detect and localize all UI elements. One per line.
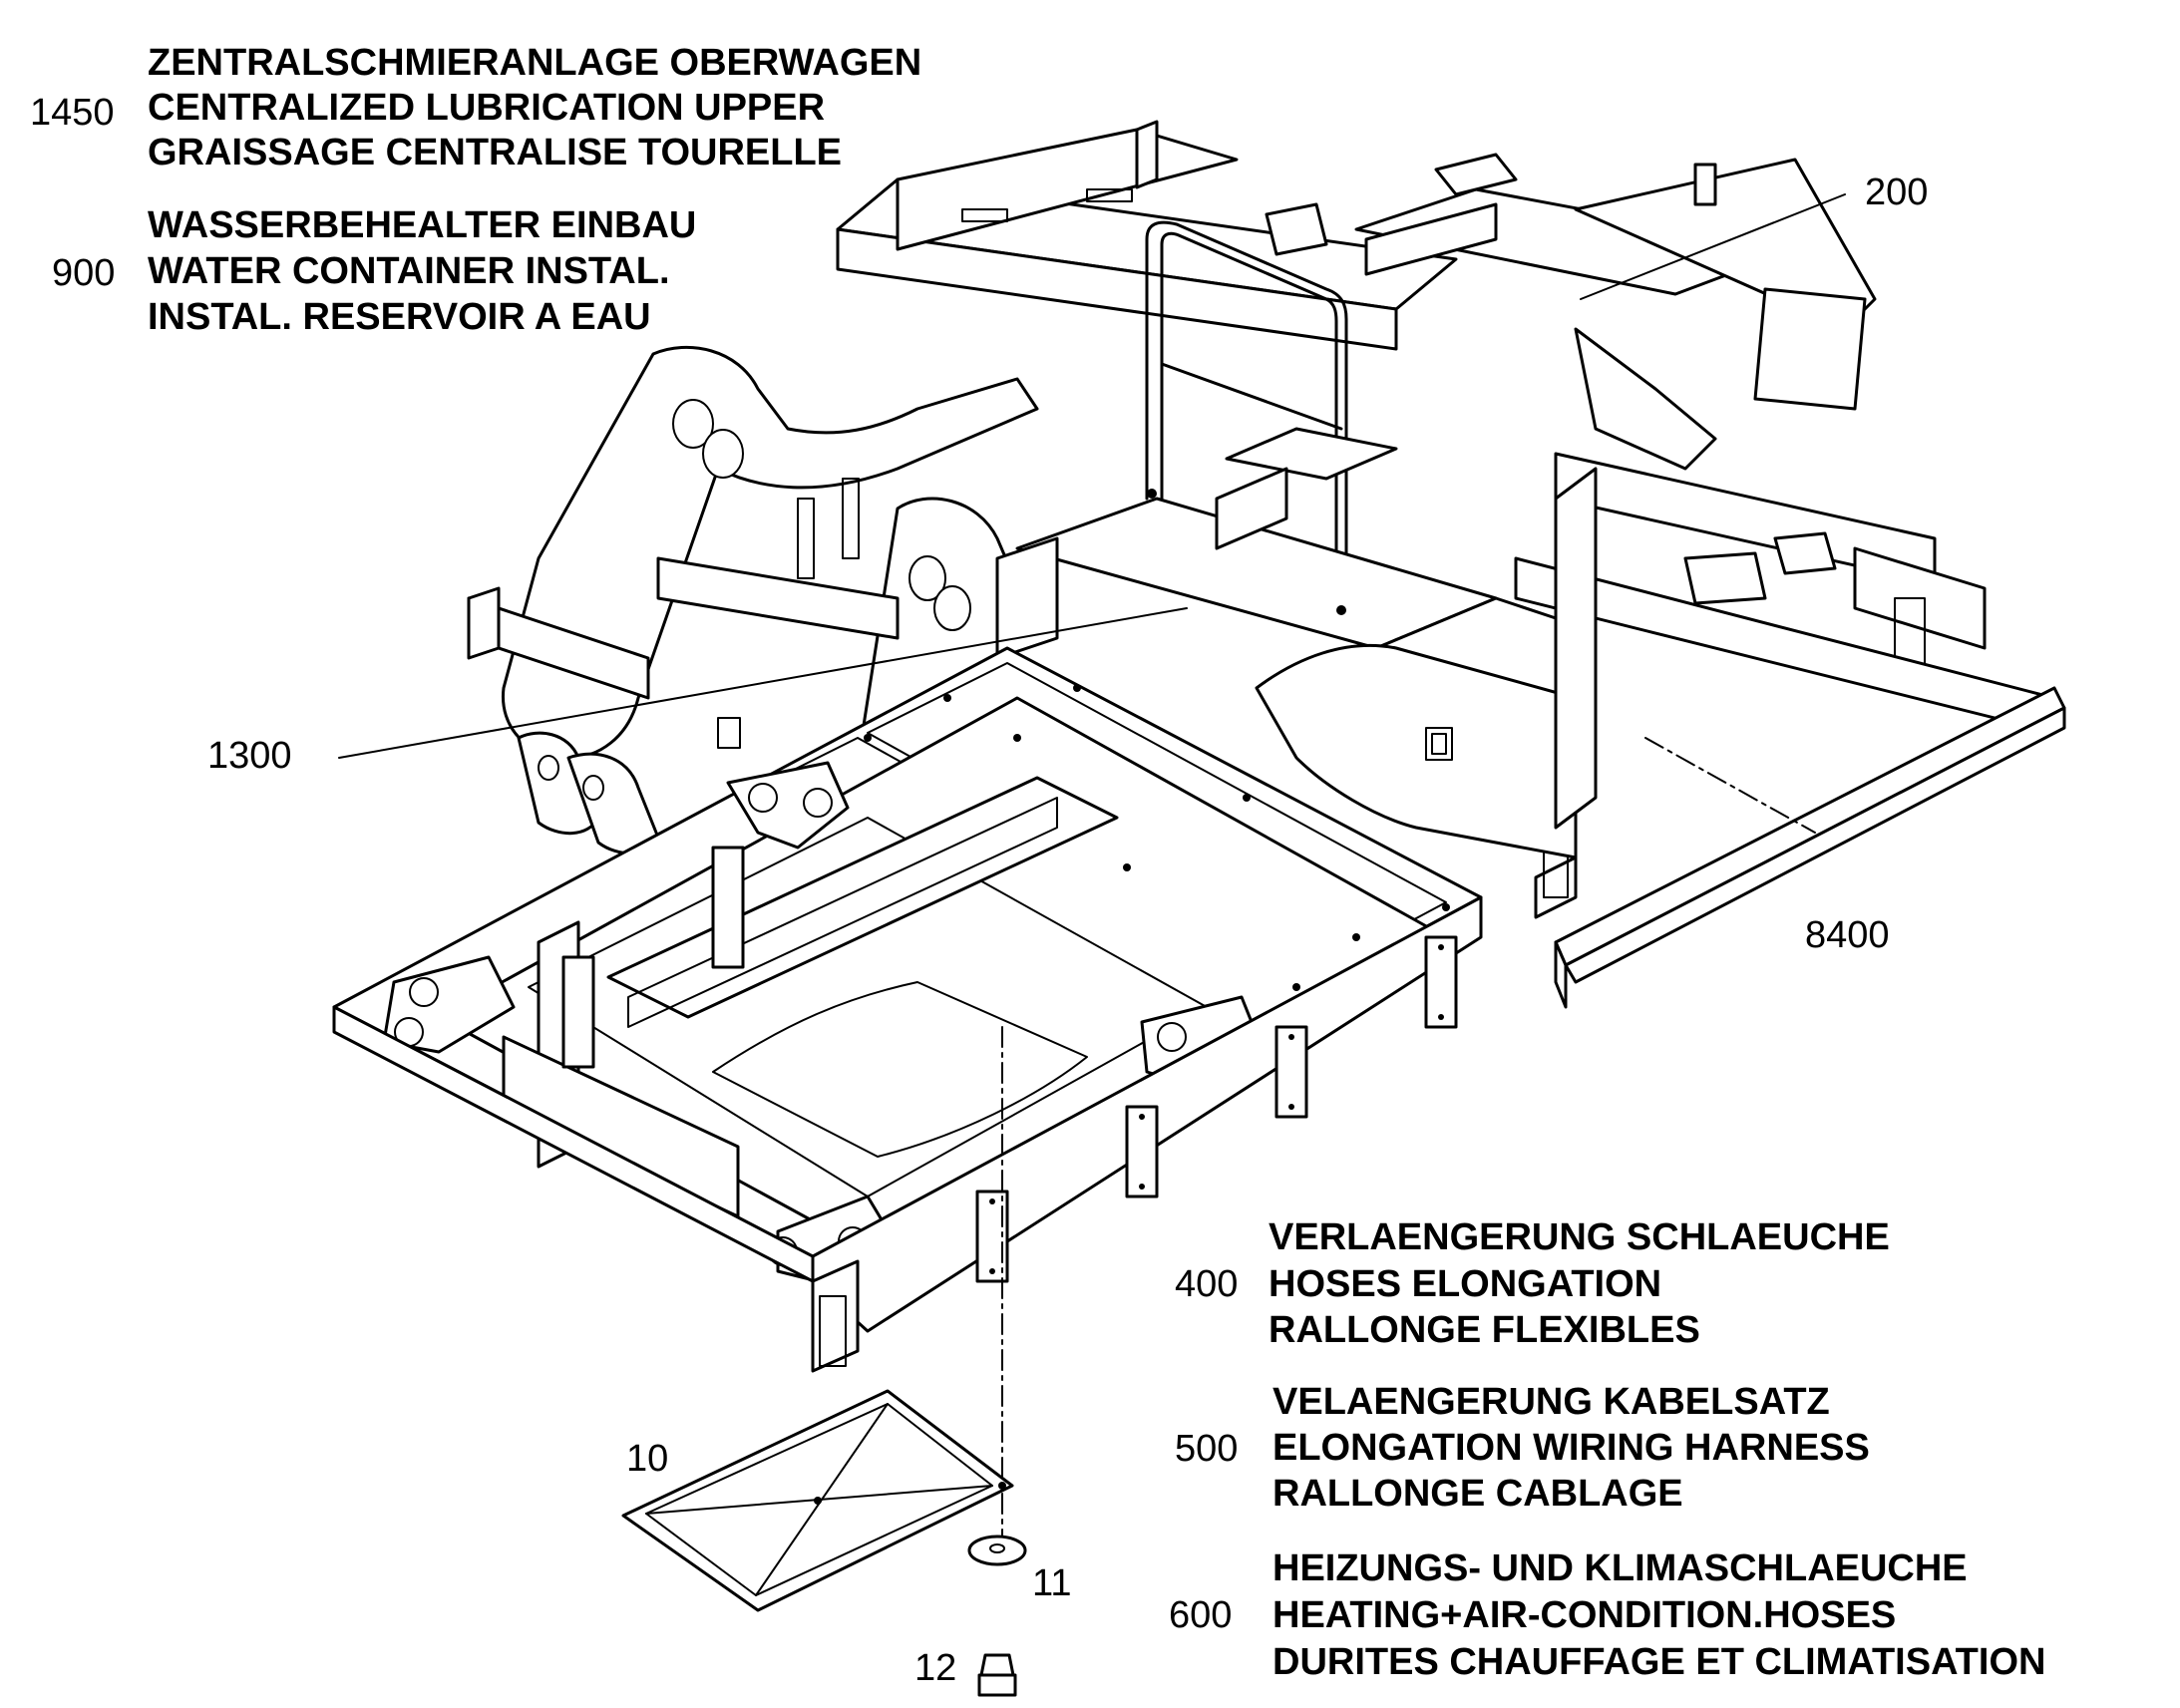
callout-line-en: CENTRALIZED LUBRICATION UPPER [148,87,825,129]
part-number-11: 11 [1032,1562,1071,1604]
callout-number: 400 [1175,1263,1238,1305]
part-number-8400: 8400 [1805,914,1890,956]
part-number-1300: 1300 [207,735,292,777]
callout-line-en: ELONGATION WIRING HARNESS [1272,1427,1870,1469]
axis-line-rail [1644,737,1816,834]
part-number-10: 10 [626,1438,668,1480]
callout-line-en: HOSES ELONGATION [1269,1263,1661,1305]
front-platform-frame [332,646,1483,1373]
cover-plate-10 [621,1389,1014,1612]
callout-number: 900 [52,252,115,294]
callout-line-en: WATER CONTAINER INSTAL. [148,250,670,292]
leader-line-1300 [338,607,1188,759]
callout-line-fr: GRAISSAGE CENTRALISE TOURELLE [148,132,842,173]
callout-line-fr: INSTAL. RESERVOIR A EAU [148,296,651,338]
callout-1450: 1450 ZENTRALSCHMIERANLAGE OBERWAGEN CENT… [30,42,921,173]
callout-line-fr: RALLONGE FLEXIBLES [1269,1309,1700,1351]
callout-line-de: HEIZUNGS- UND KLIMASCHLAEUCHE [1272,1547,1968,1589]
leader-line-200 [1580,193,1846,300]
callout-line-de: VERLAENGERUNG SCHLAEUCHE [1269,1216,1890,1258]
part-number-200: 200 [1865,171,1928,213]
tank-compartment [995,220,1598,859]
rear-upper-frame [836,120,2056,919]
callout-line-en: HEATING+AIR-CONDITION.HOSES [1272,1594,1896,1636]
part-number-12: 12 [914,1647,956,1689]
callout-900: 900 WASSERBEHEALTER EINBAU WATER CONTAIN… [52,204,696,338]
plug-12 [977,1653,1017,1697]
callout-line-de: ZENTRALSCHMIERANLAGE OBERWAGEN [148,42,921,84]
callout-number: 500 [1175,1428,1238,1470]
callout-line-fr: RALLONGE CABLAGE [1272,1473,1683,1515]
callout-line-fr: DURITES CHAUFFAGE ET CLIMATISATION [1272,1641,2045,1683]
callout-400: 400 VERLAENGERUNG SCHLAEUCHE HOSES ELONG… [1175,1216,1890,1351]
callout-number: 1450 [30,92,115,134]
callout-500: 500 VELAENGERUNG KABELSATZ ELONGATION WI… [1175,1381,1870,1515]
callout-line-de: VELAENGERUNG KABELSATZ [1272,1381,1830,1423]
callout-line-de: WASSERBEHEALTER EINBAU [148,204,696,246]
washer-11 [967,1535,1027,1566]
side-rail-8400 [1554,686,2066,1009]
callout-number: 600 [1169,1594,1232,1636]
callout-600: 600 HEIZUNGS- UND KLIMASCHLAEUCHE HEATIN… [1169,1547,2045,1683]
